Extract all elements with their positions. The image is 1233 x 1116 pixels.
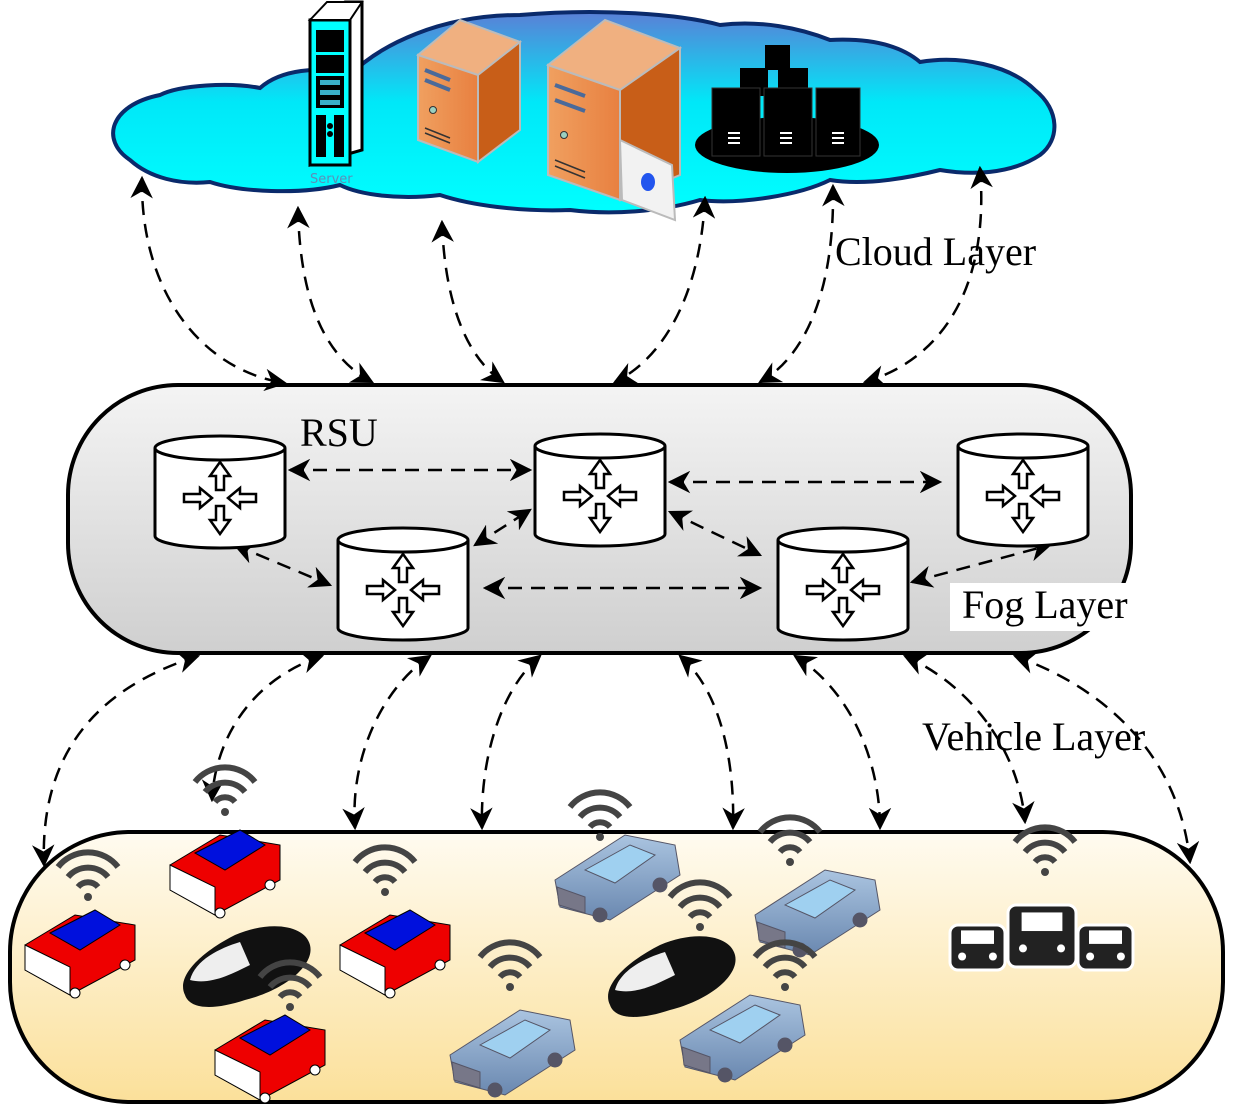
red-car-icon — [339, 909, 451, 999]
red-car-icon — [214, 1014, 326, 1104]
server-caption: Server — [310, 172, 353, 187]
link-arrow — [130, 175, 288, 392]
blue-sedan-icon — [554, 834, 681, 923]
vehicle-layer-label: Vehicle Layer — [922, 714, 1146, 759]
wifi-icon — [257, 959, 323, 1011]
router-arrows-icon — [985, 457, 1061, 535]
link-arrow — [473, 508, 532, 547]
server-cluster-icon — [695, 45, 879, 173]
blue-sedan-icon — [679, 994, 806, 1083]
traffic-icon — [948, 903, 1135, 972]
wifi-icon — [1012, 824, 1078, 876]
wifi-icon — [477, 939, 543, 991]
blue-sedan-icon — [449, 1009, 576, 1098]
wifi-icon — [55, 849, 121, 901]
rsu-node-3 — [956, 432, 1090, 548]
link-arrow — [431, 219, 505, 384]
router-arrows-icon — [182, 459, 258, 537]
link-arrow — [201, 651, 325, 803]
router-arrows-icon — [365, 551, 441, 629]
link-arrow — [1012, 652, 1200, 865]
fog-vehicle-links — [31, 651, 1200, 868]
rsu-label: RSU — [300, 410, 378, 455]
link-arrow — [909, 539, 1053, 588]
vehicles — [24, 764, 1135, 1104]
link-arrow — [758, 183, 845, 384]
tower-server-icon — [415, 18, 523, 165]
wifi-icon — [667, 879, 733, 931]
wifi-icon — [352, 844, 418, 896]
link-arrow — [612, 195, 716, 384]
router-arrows-icon — [562, 457, 638, 535]
rsu-node-5 — [776, 526, 910, 642]
black-car-icon — [608, 936, 736, 1017]
link-arrow — [793, 654, 892, 831]
wifi-icon — [752, 939, 818, 991]
link-arrow — [287, 205, 374, 384]
router-arrows-icon — [805, 551, 881, 629]
link-arrow — [470, 654, 542, 831]
rack-server-icon — [307, 0, 364, 167]
rsu-nodes — [153, 432, 1090, 642]
link-arrow — [31, 651, 201, 868]
fog-layer-label: Fog Layer — [950, 583, 1142, 631]
link-arrow — [667, 510, 763, 557]
rsu-node-2 — [533, 432, 667, 548]
cloud-layer-label: Cloud Layer — [835, 229, 1037, 274]
link-arrow — [342, 654, 432, 831]
black-car-icon — [183, 926, 311, 1007]
wifi-icon — [192, 764, 258, 816]
cloud-fog-links — [130, 165, 993, 392]
blue-sedan-icon — [754, 869, 881, 958]
wifi-icon — [757, 814, 823, 866]
rsu-node-1 — [153, 434, 287, 550]
rsu-node-4 — [336, 526, 470, 642]
wifi-icon — [567, 789, 633, 841]
link-arrow — [232, 542, 333, 588]
red-car-icon — [24, 909, 136, 999]
rsu-links — [232, 458, 1053, 600]
tower-server-with-card-icon — [545, 18, 683, 222]
link-arrow — [678, 654, 745, 831]
link-arrow — [862, 165, 993, 388]
red-car-icon — [169, 829, 281, 919]
